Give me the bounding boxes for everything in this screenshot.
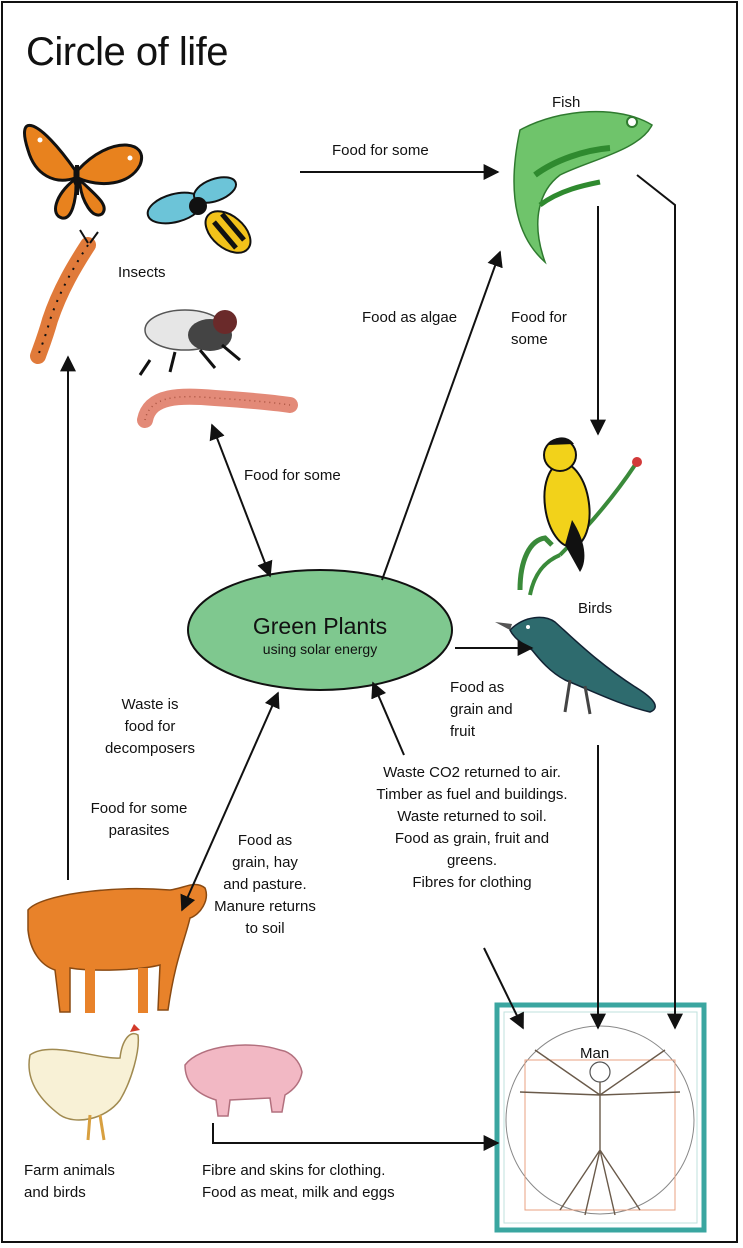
arrow-farm-to-man bbox=[213, 1123, 498, 1143]
arrow-plants-insects bbox=[212, 425, 270, 576]
butterfly-icon bbox=[25, 125, 142, 218]
label-plants-insects: Food for some bbox=[244, 465, 341, 487]
label-plants-to-fish: Food as algae bbox=[362, 307, 457, 329]
label-man-plants: Waste CO2 returned to air.Timber as fuel… bbox=[362, 762, 582, 894]
label-insects-to-fish: Food for some bbox=[332, 140, 429, 162]
vitruvian-man-icon bbox=[497, 1005, 704, 1230]
green-plants-title: Green Plants bbox=[188, 612, 452, 640]
insects-label: Insects bbox=[118, 262, 166, 284]
arrow-plants-to-fish bbox=[382, 252, 500, 580]
fly-icon bbox=[140, 310, 240, 375]
earthworm-icon bbox=[145, 397, 290, 420]
arrow-fish-to-man bbox=[637, 175, 675, 1028]
crow-icon bbox=[495, 617, 655, 714]
centipede-icon bbox=[38, 230, 98, 356]
hen-icon bbox=[29, 1024, 140, 1140]
arrow-man-to-plants bbox=[373, 683, 404, 755]
birds-label: Birds bbox=[578, 598, 612, 620]
bee-icon bbox=[144, 172, 258, 261]
green-plants-label: Green Plants using solar energy bbox=[188, 612, 452, 658]
goldfinch-icon bbox=[520, 437, 642, 595]
label-farm-to-man: Fibre and skins for clothing.Food as mea… bbox=[202, 1160, 395, 1204]
pig-icon bbox=[185, 1045, 302, 1116]
fish-label: Fish bbox=[552, 92, 580, 114]
man-label: Man bbox=[580, 1043, 609, 1065]
fish-icon bbox=[514, 112, 652, 262]
cow-icon bbox=[28, 885, 206, 1013]
green-plants-subtitle: using solar energy bbox=[188, 640, 452, 658]
